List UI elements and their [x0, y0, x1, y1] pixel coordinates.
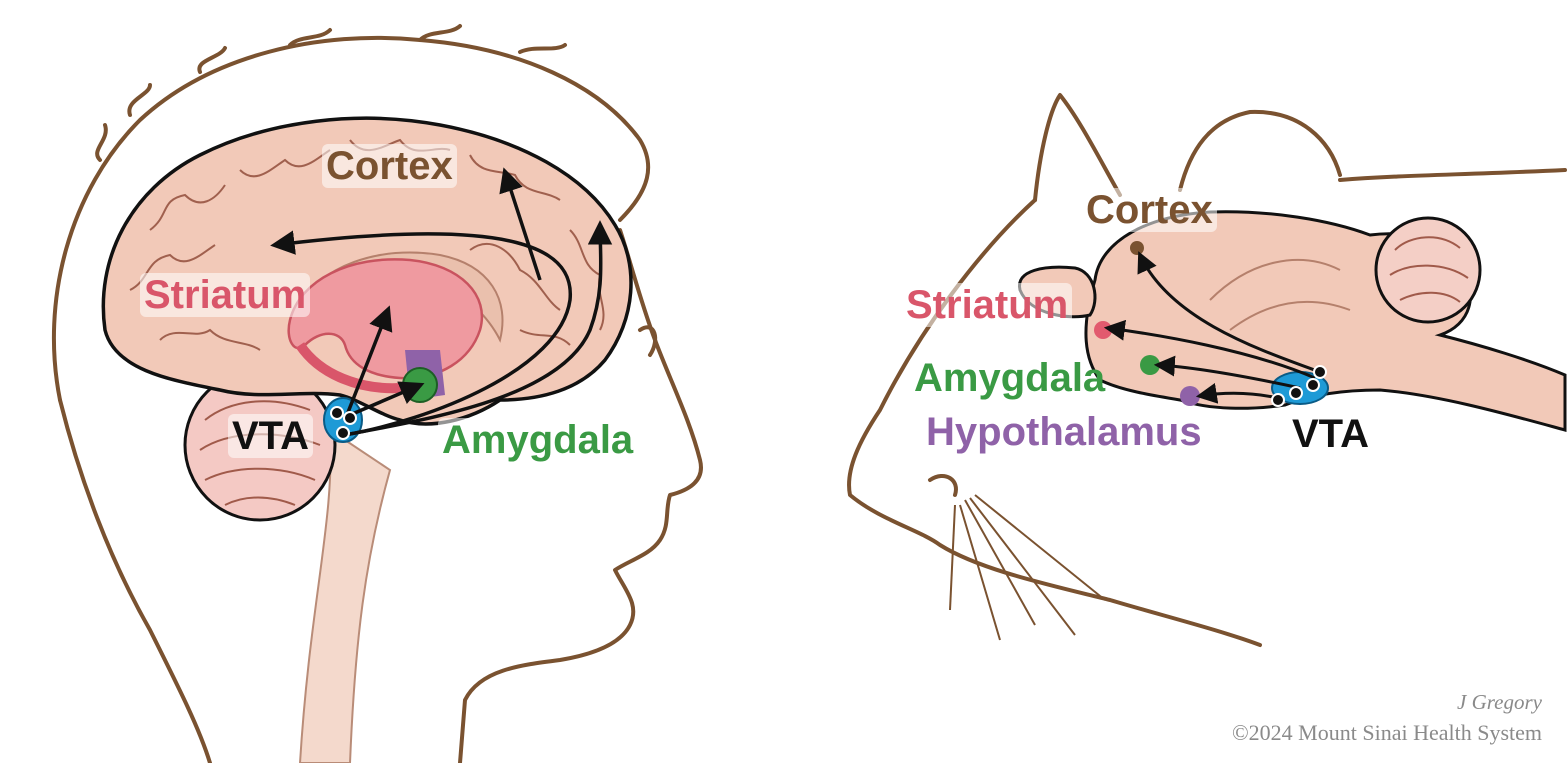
- cat-cortex-region: [1130, 241, 1144, 255]
- neuron-dot-icon: [330, 406, 344, 420]
- human-neuron-dots: [330, 406, 357, 440]
- neuron-dot-icon: [343, 411, 357, 425]
- cat-brain: [1018, 210, 1567, 432]
- cat-neuron-dots: [1271, 365, 1327, 407]
- cat-head-outline: [847, 93, 1567, 647]
- neuron-dot-icon: [1306, 378, 1320, 392]
- cat-label-vta: VTA: [1292, 412, 1370, 456]
- human-brainstem: [298, 428, 392, 763]
- neuron-dot-icon: [1289, 386, 1303, 400]
- credit-author: J Gregory: [1457, 690, 1542, 714]
- human-pathways: [270, 167, 613, 437]
- human-label-vta: VTA: [228, 414, 314, 458]
- cat-pathways: [1103, 251, 1321, 404]
- cat-label-amygdala: Amygdala: [914, 356, 1106, 400]
- cat-label-cortex: Cortex: [1082, 188, 1217, 232]
- cat-striatum-region: [1094, 321, 1112, 339]
- neuron-dot-icon: [1313, 365, 1327, 379]
- human-label-cortex: Cortex: [322, 144, 457, 188]
- cat-whiskers: [949, 494, 1106, 641]
- cat-hypothalamus-region: [1180, 386, 1200, 406]
- credit-copyright: ©2024 Mount Sinai Health System: [1231, 720, 1542, 745]
- human-head-outline: [51, 24, 703, 763]
- cat-label-hypothalamus: Hypothalamus: [926, 410, 1202, 454]
- human-label-striatum: Striatum: [140, 273, 311, 317]
- cat-amygdala-region: [1140, 355, 1160, 375]
- neuron-dot-icon: [336, 426, 350, 440]
- cat-label-striatum: Striatum: [902, 283, 1073, 327]
- human-label-amygdala: Amygdala: [438, 418, 638, 462]
- neuron-dot-icon: [1271, 393, 1285, 407]
